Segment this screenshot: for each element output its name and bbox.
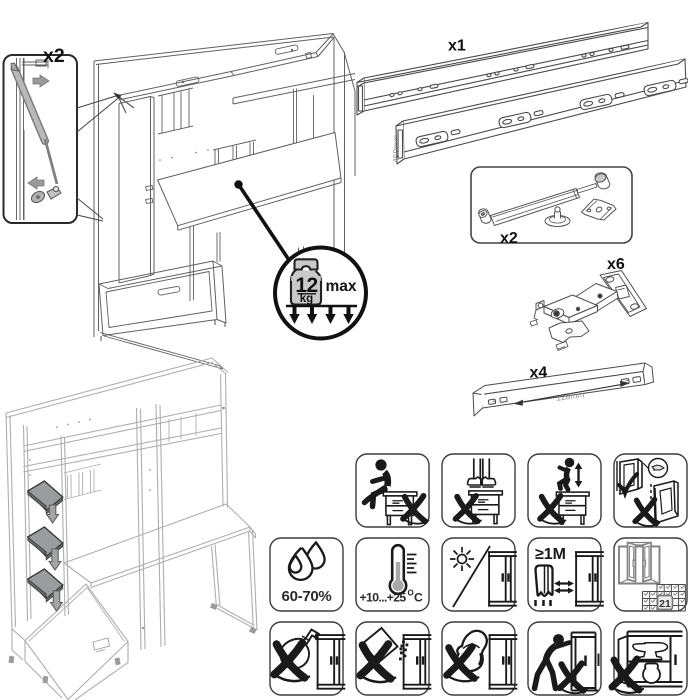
- svg-text:x2: x2: [500, 230, 518, 247]
- svg-text:450mm: 450mm: [391, 135, 401, 163]
- svg-text:C: C: [414, 591, 423, 605]
- svg-text:60-70%: 60-70%: [282, 588, 332, 605]
- svg-text:x1: x1: [448, 38, 466, 55]
- svg-text:≥1М: ≥1М: [535, 546, 566, 563]
- svg-text:x6: x6: [607, 256, 625, 273]
- svg-text:21: 21: [659, 598, 671, 610]
- svg-text:O: O: [408, 589, 414, 598]
- svg-text:12: 12: [295, 274, 317, 297]
- svg-text:kg: kg: [300, 293, 313, 305]
- svg-text:x2: x2: [43, 45, 65, 67]
- svg-text:max: max: [325, 278, 356, 295]
- svg-text:+10...+25: +10...+25: [360, 591, 407, 605]
